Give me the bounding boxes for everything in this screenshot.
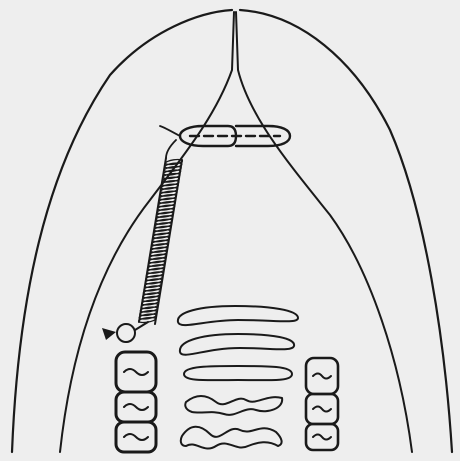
diagram-figure [0,0,460,461]
diagram-canvas [0,0,460,461]
